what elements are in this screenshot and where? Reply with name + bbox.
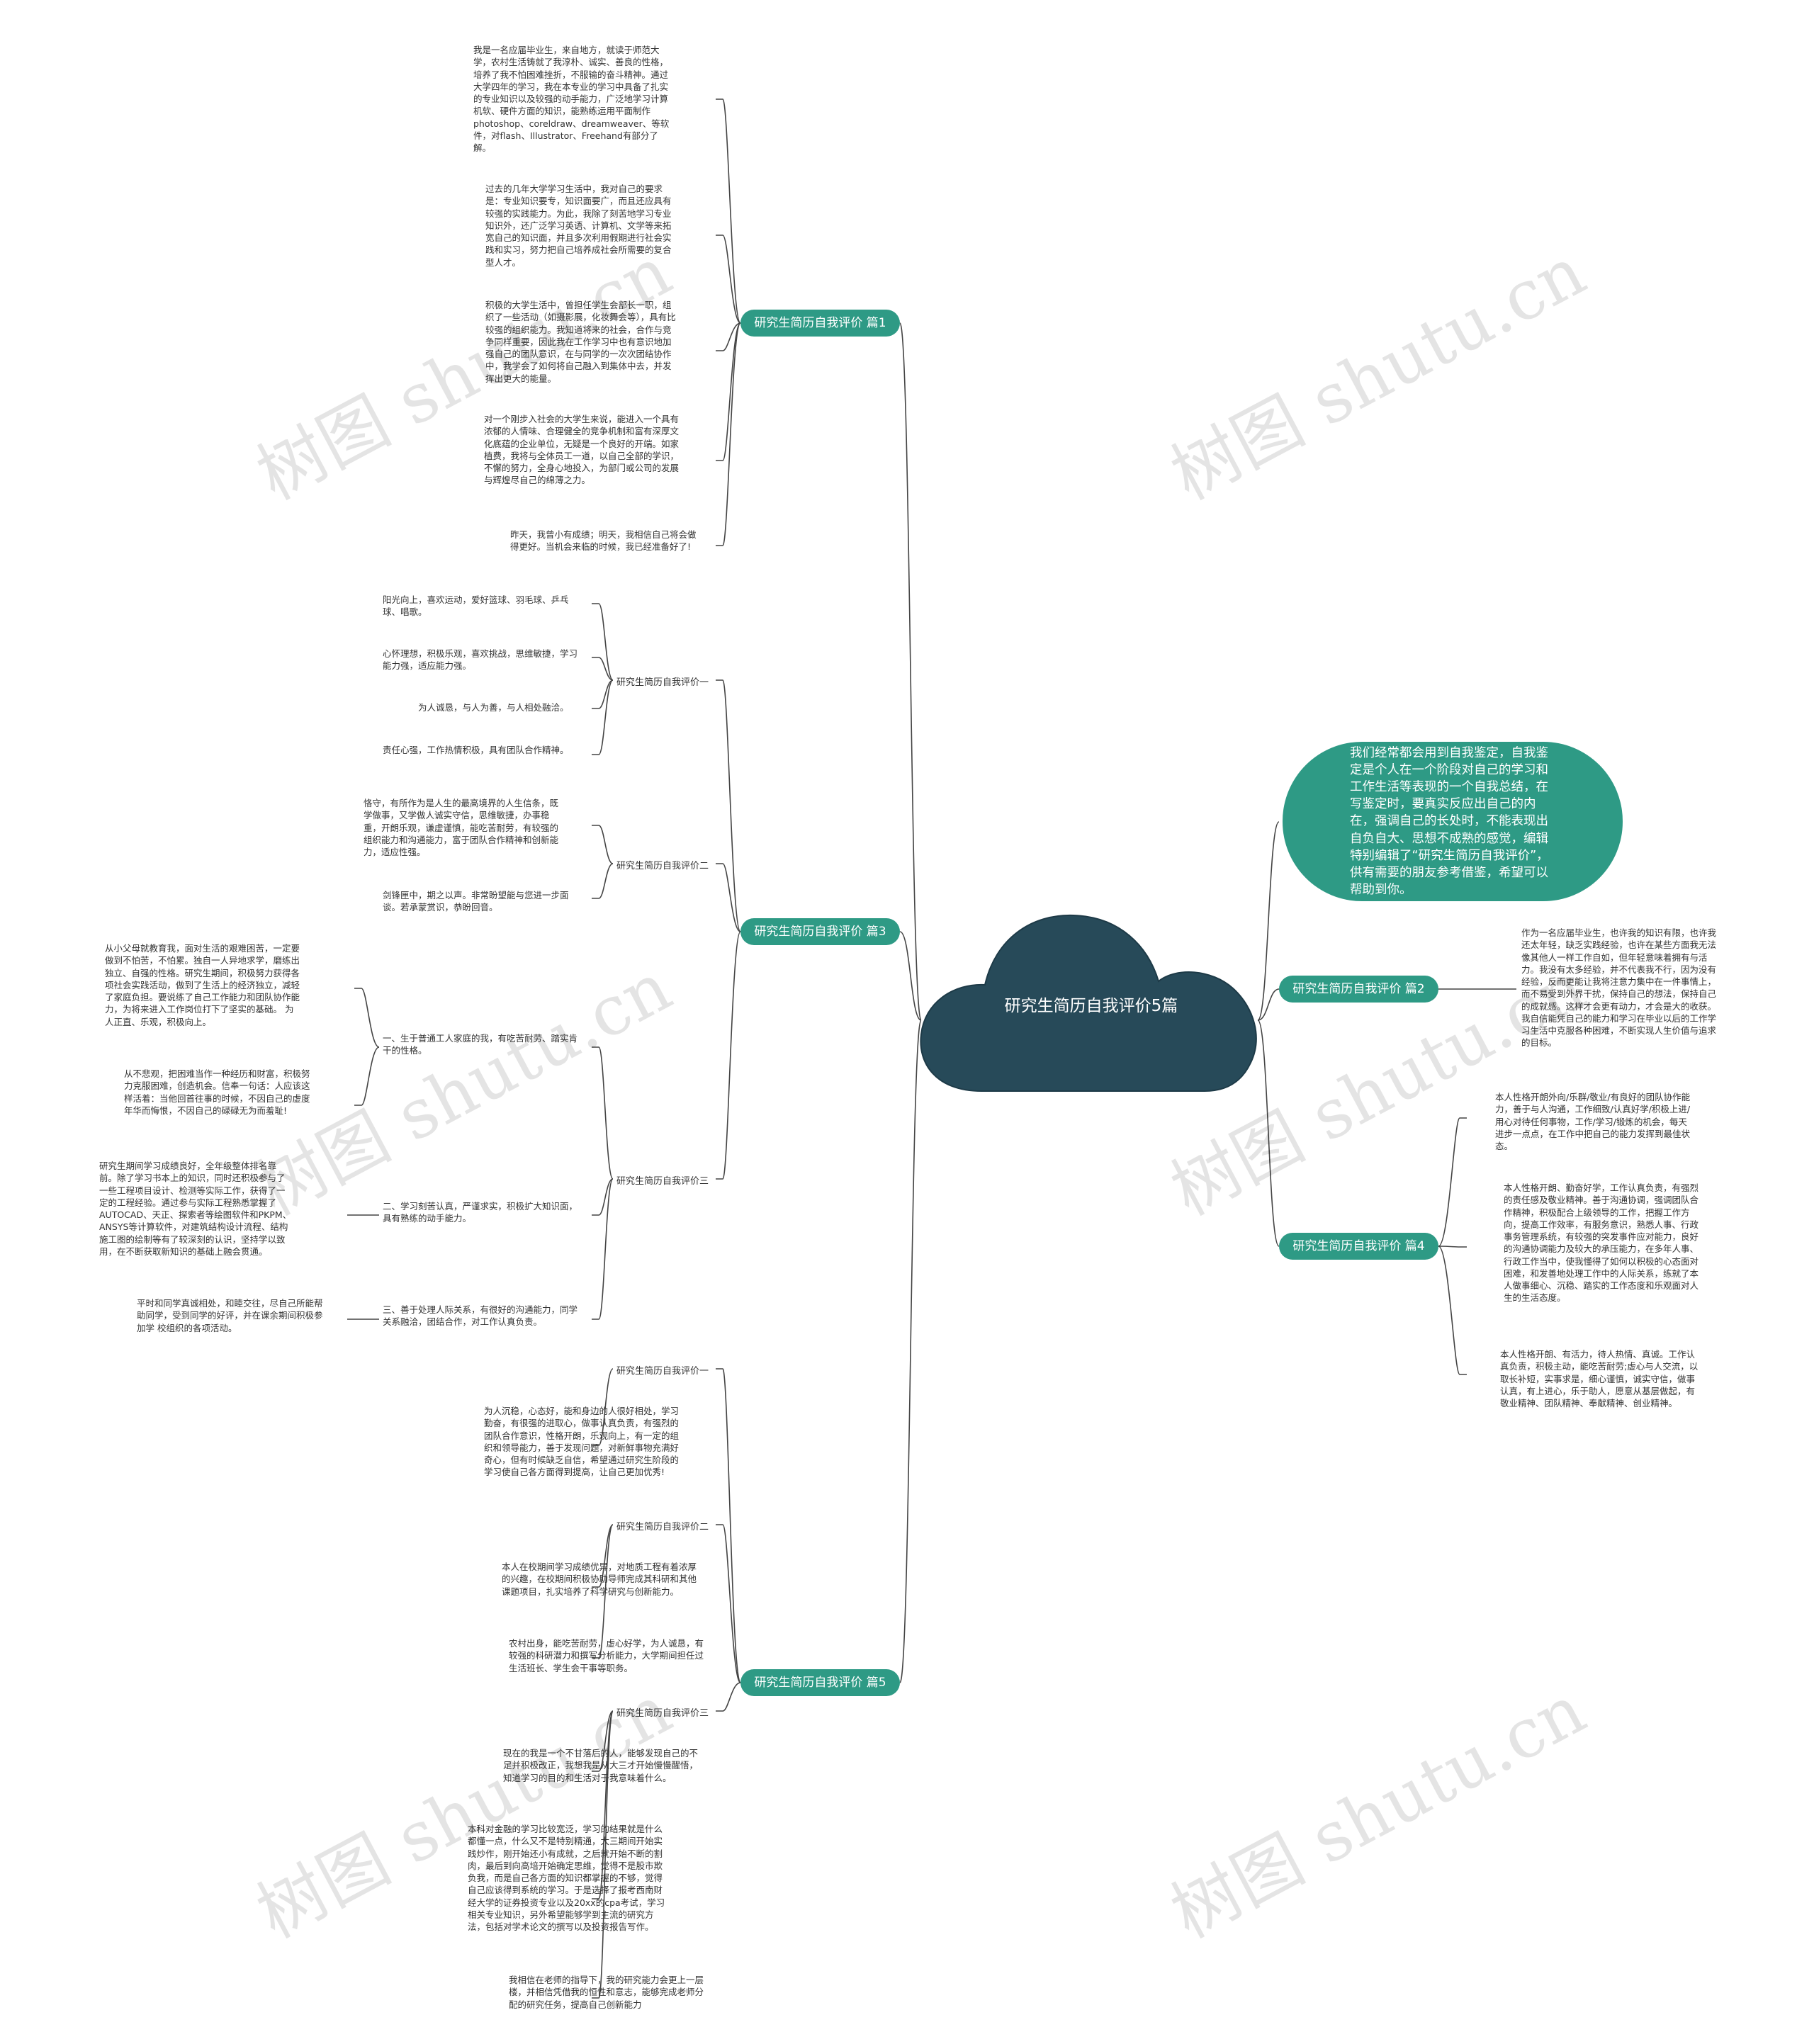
b3-group-2-label[interactable]: 研究生简历自我评价二 (616, 861, 709, 871)
b1-leaf: 我是一名应届毕业生，来自地方，就读于师范大学，农村生活铸就了我淳朴、诚实、善良的… (473, 45, 670, 153)
b3-group-1-label[interactable]: 研究生简历自我评价一 (616, 677, 709, 688)
connector-line (716, 863, 741, 932)
b2-leaf: 作为一名应届毕业生，也许我的知识有限，也许我还太年轻，缺乏实践经验，也许在某些方… (1521, 927, 1717, 1049)
connector-line (592, 603, 614, 681)
b5-group-1-label[interactable]: 研究生简历自我评价一 (616, 1366, 709, 1377)
b3-g1-leaf: 为人诚恳，与人为善，与人相处融洽。 (418, 702, 569, 713)
connector-line (592, 1046, 614, 1180)
connector-line (716, 322, 741, 351)
b3-g2-leaf: 剑锋匣中，期之以声。非常盼望能与您进一步面谈。若承蒙赏识，恭盼回音。 (383, 890, 569, 913)
branch-5-pill[interactable]: 研究生简历自我评价 篇5 (740, 1669, 900, 1696)
connector-line (716, 1682, 741, 1712)
b5-group-2-label[interactable]: 研究生简历自我评价二 (616, 1522, 709, 1532)
b3-g2-leaf: 恪守，有所作为是人生的最高境界的人生信条，既学做事，又学做人诚实守信，思维敏捷，… (364, 798, 559, 857)
b3-g3-detail: 平时和同学真诚相处，和睦交往，尽自己所能帮助同学，受到同学的好评，并在课余期间积… (137, 1298, 323, 1333)
b3-g3-point: 二、学习刻苦认真，严谨求实，积极扩大知识面，具有熟练的动手能力。 (383, 1201, 578, 1224)
connector-line (592, 679, 614, 755)
b5-group-3-label[interactable]: 研究生简历自我评价三 (616, 1708, 709, 1719)
b3-g3-point: 一、生于普通工人家庭的我，有吃苦耐劳、踏实肯干的性格。 (383, 1033, 578, 1056)
b3-g1-leaf: 阳光向上，喜欢运动，爱好篮球、羽毛球、乒乓球、唱歌。 (383, 594, 569, 618)
branch-4-pill[interactable]: 研究生简历自我评价 篇4 (1279, 1233, 1438, 1260)
b1-leaf: 过去的几年大学学习生活中，我对自己的要求是：专业知识要专，知识面要广，而且还应具… (485, 183, 672, 268)
b5-g3-leaf: 我相信在老师的指导下，我的研究能力会更上一层楼，并相信凭借我的恒性和意志，能够完… (509, 1975, 704, 2010)
b4-leaf: 本人性格开朗、勤奋好学，工作认真负责，有强烈的责任感及敬业精神。善于沟通协调，强… (1504, 1182, 1699, 1304)
b3-g1-leaf: 心怀理想，积极乐观，喜欢挑战，思维敏捷，学习能力强，适应能力强。 (383, 648, 578, 672)
connector-line (716, 1524, 741, 1683)
b5-g2-leaf: 农村出身，能吃苦耐劳，虚心好学，为人诚恳，有较强的科研潜力和撰写分析能力，大学期… (509, 1638, 704, 1673)
b5-g1-leaf: 为人沉稳，心态好，能和身边的人很好相处，学习勤奋，有很强的进取心，做事认真负责，… (484, 1406, 680, 1478)
connector-line (592, 657, 614, 681)
connector-line (716, 98, 741, 324)
connector-line (716, 235, 741, 324)
b3-g3-point: 三、善于处理人际关系，有很好的沟通能力，同学关系融洽，团结合作，对工作认真负责。 (383, 1304, 578, 1328)
b1-leaf: 积极的大学生活中，曾担任学生会部长一职，组织了一些活动（如摄影展，化妆舞会等），… (485, 300, 676, 384)
connector-line (1438, 1246, 1467, 1248)
connector-line (1438, 1117, 1467, 1247)
connector-line (716, 322, 741, 546)
connector-line (592, 679, 614, 709)
b5-g3-leaf: 现在的我是一个不甘落后的人，能够发现自己的不足并积极改正，我想我是从大三才开始慢… (503, 1748, 699, 1783)
watermark: 树图 shutu.cn (1159, 1669, 1598, 1954)
connector-line (1438, 1246, 1467, 1375)
b1-leaf: 对一个刚步入社会的大学生来说，能进入一个具有浓郁的人情味、合理健全的竞争机制和富… (484, 414, 680, 486)
b5-g3-leaf: 本科对金融的学习比较宽泛，学习的结果就是什么都懂一点，什么又不是特别精通，大三期… (468, 1824, 665, 1932)
b1-leaf: 昨天，我曾小有成绩；明天，我相信自己将会做得更好。当机会来临的时候，我已经准备好… (510, 529, 697, 553)
b4-leaf: 本人性格开朗外向/乐群/敬业/有良好的团队协作能力，善于与人沟通，工作细致/认真… (1495, 1092, 1691, 1151)
b3-group-3-label[interactable]: 研究生简历自我评价三 (616, 1176, 709, 1187)
root-title[interactable]: 研究生简历自我评价5篇 (1004, 997, 1178, 1015)
b4-leaf: 本人性格开朗、有活力，待人热情、真诚。工作认真负责，积极主动，能吃苦耐劳;虚心与… (1500, 1349, 1698, 1408)
connector-line (592, 1178, 614, 1216)
b3-g1-leaf: 责任心强，工作热情积极，具有团队合作精神。 (383, 745, 569, 755)
root-cloud-shape (920, 914, 1257, 1092)
connector-line (354, 1046, 380, 1106)
b3-g3-detail: 研究生期间学习成绩良好，全年级整体排名靠前。除了学习书本上的知识，同时还积极参与… (99, 1161, 292, 1257)
b5-g2-leaf: 本人在校期间学习成绩优异，对地质工程有着浓厚的兴趣，在校期间积极协助导师完成其科… (502, 1562, 697, 1597)
connector-line (592, 825, 614, 864)
connector-line (716, 322, 741, 461)
connector-line (592, 863, 614, 899)
branch-3-pill[interactable]: 研究生简历自我评价 篇3 (740, 918, 900, 945)
intro-bubble[interactable]: 我们经常都会用到自我鉴定，自我鉴定是个人在一个阶段对自己的学习和工作生活等表现的… (1283, 742, 1623, 901)
connector-line (354, 988, 380, 1048)
connector-line (899, 1020, 922, 1683)
connector-line (592, 1178, 614, 1320)
connector-line (716, 931, 741, 1180)
b3-g3-detail: 从小父母就教育我，面对生活的艰难困苦，一定要做到不怕苦，不怕累。独自一人异地求学… (105, 943, 300, 1027)
b3-g3-detail: 从不悲观，把困难当作一种经历和财富，积极努力克服困难，创造机会。信奉一句话：人应… (124, 1068, 310, 1116)
branch-2-pill[interactable]: 研究生简历自我评价 篇2 (1279, 976, 1438, 1003)
connector-line (716, 1368, 741, 1683)
branch-1-pill[interactable]: 研究生简历自我评价 篇1 (740, 310, 900, 337)
watermark: 树图 shutu.cn (1159, 231, 1598, 516)
connector-line (716, 679, 741, 932)
